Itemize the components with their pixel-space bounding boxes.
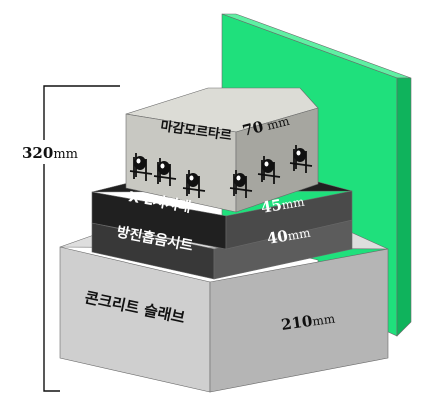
xl-support-6 (289, 145, 313, 173)
xl-side (225, 190, 353, 250)
dimension-line (43, 85, 120, 392)
layer-thickness-mortar: 70mm (241, 111, 292, 140)
layer-thickness-sheet: 40mm (266, 223, 313, 248)
xl-support-2 (153, 158, 177, 186)
wall-side (396, 77, 412, 337)
layer-thickness-slab: 210mm (280, 309, 337, 334)
xl-support-3 (182, 170, 206, 198)
xl-support-1 (129, 153, 153, 181)
layer-thickness-xl: 45mm (260, 192, 307, 217)
xl-support-4 (229, 170, 253, 198)
total-height-dimension: 320mm (18, 85, 120, 392)
slab-layer (59, 229, 389, 393)
mortar-layer (125, 87, 319, 213)
dimension-label-backdrop (18, 140, 76, 164)
xl-support-5 (257, 156, 281, 184)
slab-side (209, 248, 389, 393)
xl-supports (129, 145, 313, 198)
total-height-label: 320mm (22, 144, 78, 162)
